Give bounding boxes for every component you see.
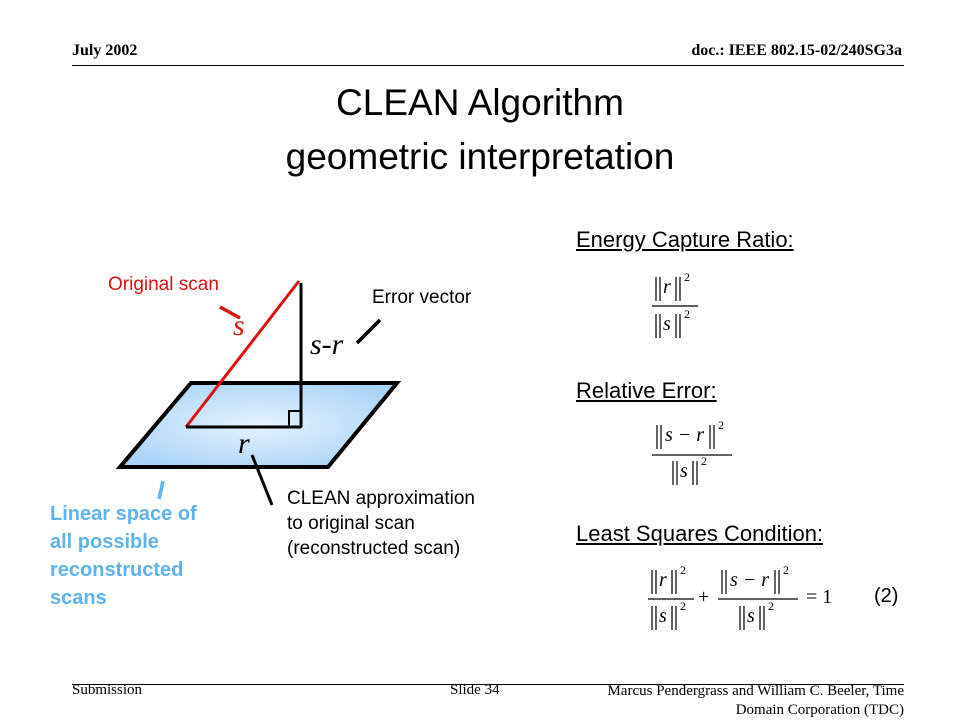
original-scan-pointer: [219, 305, 241, 320]
footer-submission: Submission: [72, 682, 143, 698]
energy-capture-ratio-heading: Energy Capture Ratio:: [576, 227, 794, 252]
least-squares-term1-numerator-exp: 2: [680, 563, 686, 577]
footer-slide-number: Slide 34: [450, 682, 500, 698]
slide-title-line2: geometric interpretation: [285, 136, 675, 177]
relative-error-numerator: s − r: [665, 424, 705, 446]
linear-space-plane: [115, 381, 402, 469]
energy-ratio-numerator: r: [663, 276, 671, 298]
relative-error-numerator-exp: 2: [718, 418, 724, 432]
right-angle-marker: [288, 410, 302, 428]
least-squares-term2-numerator: s − r: [730, 569, 770, 591]
footer-rule: [72, 684, 904, 685]
slide-title-line1: CLEAN Algorithm: [336, 82, 624, 123]
header-rule: [72, 65, 904, 66]
relative-error-denominator: s: [680, 460, 688, 482]
energy-ratio-denominator: s: [663, 313, 671, 335]
r-vector-label: r: [238, 427, 250, 460]
footer-authors: Marcus Pendergrass and William C. Beeler…: [607, 683, 904, 718]
original-scan-label: Original scan: [108, 274, 219, 295]
error-vector-label: Error vector: [372, 287, 472, 308]
linear-space-label: Linear space of all possible reconstruct…: [50, 503, 197, 609]
energy-ratio-numerator-exp: 2: [684, 270, 690, 284]
least-squares-equals-one: = 1: [806, 586, 833, 608]
header-date: July 2002: [72, 42, 138, 59]
relative-error-formula-lines: [652, 425, 732, 485]
energy-ratio-formula-lines: [652, 277, 698, 338]
least-squares-formula-lines: [648, 570, 798, 630]
relative-error-heading: Relative Error:: [576, 378, 717, 403]
least-squares-heading: Least Squares Condition:: [576, 521, 824, 546]
equation-number: (2): [874, 585, 899, 607]
least-squares-plus: +: [698, 586, 710, 608]
relative-error-denominator-exp: 2: [701, 454, 707, 468]
energy-ratio-denominator-exp: 2: [684, 307, 690, 321]
clean-approx-label: CLEAN approximation to original scan (re…: [287, 488, 475, 559]
reconstructed-scan-pointer: [250, 454, 274, 506]
s-vector-label: s: [233, 309, 245, 342]
least-squares-term1-numerator: r: [659, 569, 667, 591]
error-vector-pointer: [355, 318, 382, 345]
least-squares-term2-denominator: s: [747, 605, 755, 627]
least-squares-term1-denominator: s: [659, 605, 667, 627]
least-squares-term1-denominator-exp: 2: [680, 599, 686, 613]
least-squares-term2-numerator-exp: 2: [783, 563, 789, 577]
s-minus-r-label: s-r: [310, 328, 344, 361]
header-doc-id: doc.: IEEE 802.15-02/240SG3a: [691, 42, 902, 59]
original-scan-vector: [184, 280, 301, 428]
least-squares-term2-denominator-exp: 2: [768, 599, 774, 613]
linear-space-pointer: [157, 480, 165, 500]
